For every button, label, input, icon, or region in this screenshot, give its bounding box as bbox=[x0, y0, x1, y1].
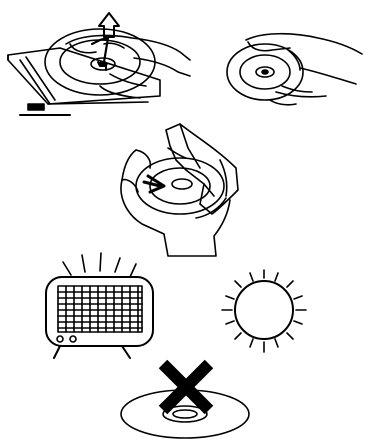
sun-panel bbox=[222, 270, 306, 352]
no-stacking-panel bbox=[121, 364, 249, 438]
disc-cleaning-panel bbox=[121, 124, 238, 256]
heater-icon bbox=[46, 253, 153, 358]
up-arrow-icon bbox=[99, 13, 119, 37]
disc-holding-panel bbox=[227, 34, 362, 105]
heater-panel bbox=[46, 253, 153, 358]
hand-removing-disc-from-tray-icon bbox=[66, 36, 190, 98]
hands-cleaning-disc-with-cloth-icon bbox=[121, 124, 238, 256]
sun-icon bbox=[222, 270, 306, 352]
disc-removal-panel bbox=[8, 13, 190, 115]
disc-icon bbox=[121, 390, 249, 438]
prohibited-x-icon bbox=[163, 364, 209, 410]
